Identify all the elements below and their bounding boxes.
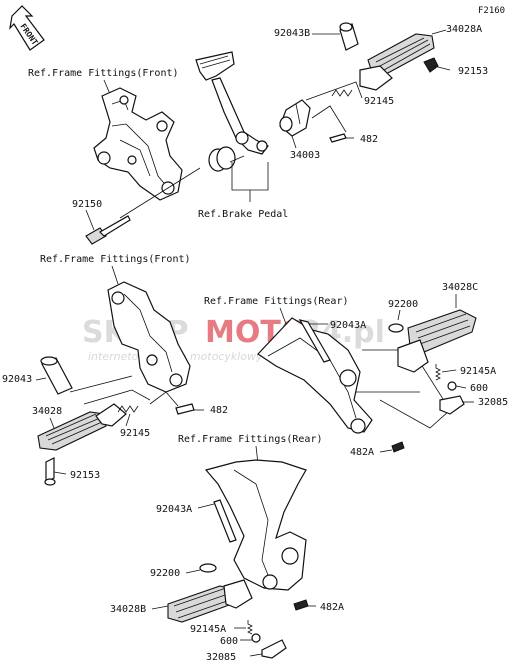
part-92153-left: 92153 <box>70 470 100 481</box>
ref-frame-rear-bottom: Ref.Frame Fittings(Rear) <box>178 434 323 445</box>
spring-92145-top <box>331 89 353 97</box>
part-34003: 34003 <box>290 150 320 161</box>
pin-92153-top <box>423 57 451 73</box>
part-92043B: 92043B <box>274 28 310 39</box>
ball-600-bottom <box>251 633 261 643</box>
cotter-pin-482-top <box>329 133 347 143</box>
plate-32085-right <box>439 395 465 415</box>
part-92145-left: 92145 <box>120 428 150 439</box>
cotter-pin-482A-bottom <box>293 599 309 611</box>
bolt-92043A-right <box>298 319 331 363</box>
part-92145A-bottom: 92145A <box>190 624 226 635</box>
part-92200-right: 92200 <box>388 299 418 310</box>
rear-bracket-bottom <box>204 459 307 591</box>
part-92150: 92150 <box>72 199 102 210</box>
washer-92200-right <box>388 323 404 333</box>
rubber-92043-left <box>40 356 73 395</box>
rubber-92043B <box>339 22 359 51</box>
footpeg-34028-left <box>37 403 127 451</box>
footpeg-34028B <box>167 579 253 623</box>
part-92145A-right: 92145A <box>460 366 496 377</box>
part-482-top: 482 <box>360 134 378 145</box>
part-482-left: 482 <box>210 405 228 416</box>
part-92043A-right: 92043A <box>330 320 366 331</box>
cotter-pin-482A-right <box>391 441 405 453</box>
ball-600-right <box>447 381 457 391</box>
front-bracket-top <box>93 87 183 201</box>
bracket-34003 <box>279 99 311 137</box>
pin-92153-left <box>44 457 56 486</box>
diagram-code: F2160 <box>478 6 505 16</box>
front-bracket-left <box>107 281 191 393</box>
part-34028A: 34028A <box>446 24 482 35</box>
part-34028-left: 34028 <box>32 406 62 417</box>
footpeg-34028A <box>359 33 435 91</box>
spring-92145-left <box>117 405 139 413</box>
part-92043A-bottom: 92043A <box>156 504 192 515</box>
ref-frame-rear-right: Ref.Frame Fittings(Rear) <box>204 296 349 307</box>
front-arrow-icon: FRONT <box>9 5 45 51</box>
part-32085-right: 32085 <box>478 397 508 408</box>
part-92145-top: 92145 <box>364 96 394 107</box>
part-92200-bottom: 92200 <box>150 568 180 579</box>
bushing <box>208 146 236 172</box>
part-600-bottom: 600 <box>220 636 238 647</box>
part-34028B: 34028B <box>110 604 146 615</box>
part-32085-bottom: 32085 <box>206 652 236 663</box>
plate-32085-bottom <box>261 639 287 659</box>
washer-92200-bottom <box>199 563 217 573</box>
ref-brake-pedal: Ref.Brake Pedal <box>198 209 288 220</box>
part-34028C: 34028C <box>442 282 478 293</box>
part-92043-left: 92043 <box>2 374 32 385</box>
part-482A-bottom: 482A <box>320 602 344 613</box>
spring-92145A-bottom <box>247 620 253 635</box>
bolt-92150 <box>85 215 131 245</box>
ref-frame-front-top: Ref.Frame Fittings(Front) <box>28 68 179 79</box>
brake-pedal <box>195 51 269 155</box>
spring-92145A-right <box>435 364 441 381</box>
bolt-92043A-bottom <box>213 499 237 543</box>
cotter-pin-482-left <box>175 403 195 415</box>
footpeg-34028C <box>397 309 477 373</box>
part-600-right: 600 <box>470 383 488 394</box>
part-92153-top: 92153 <box>458 66 488 77</box>
rear-bracket-right <box>257 317 373 434</box>
part-482A-right: 482A <box>350 447 374 458</box>
ref-frame-front-left: Ref.Frame Fittings(Front) <box>40 254 191 265</box>
